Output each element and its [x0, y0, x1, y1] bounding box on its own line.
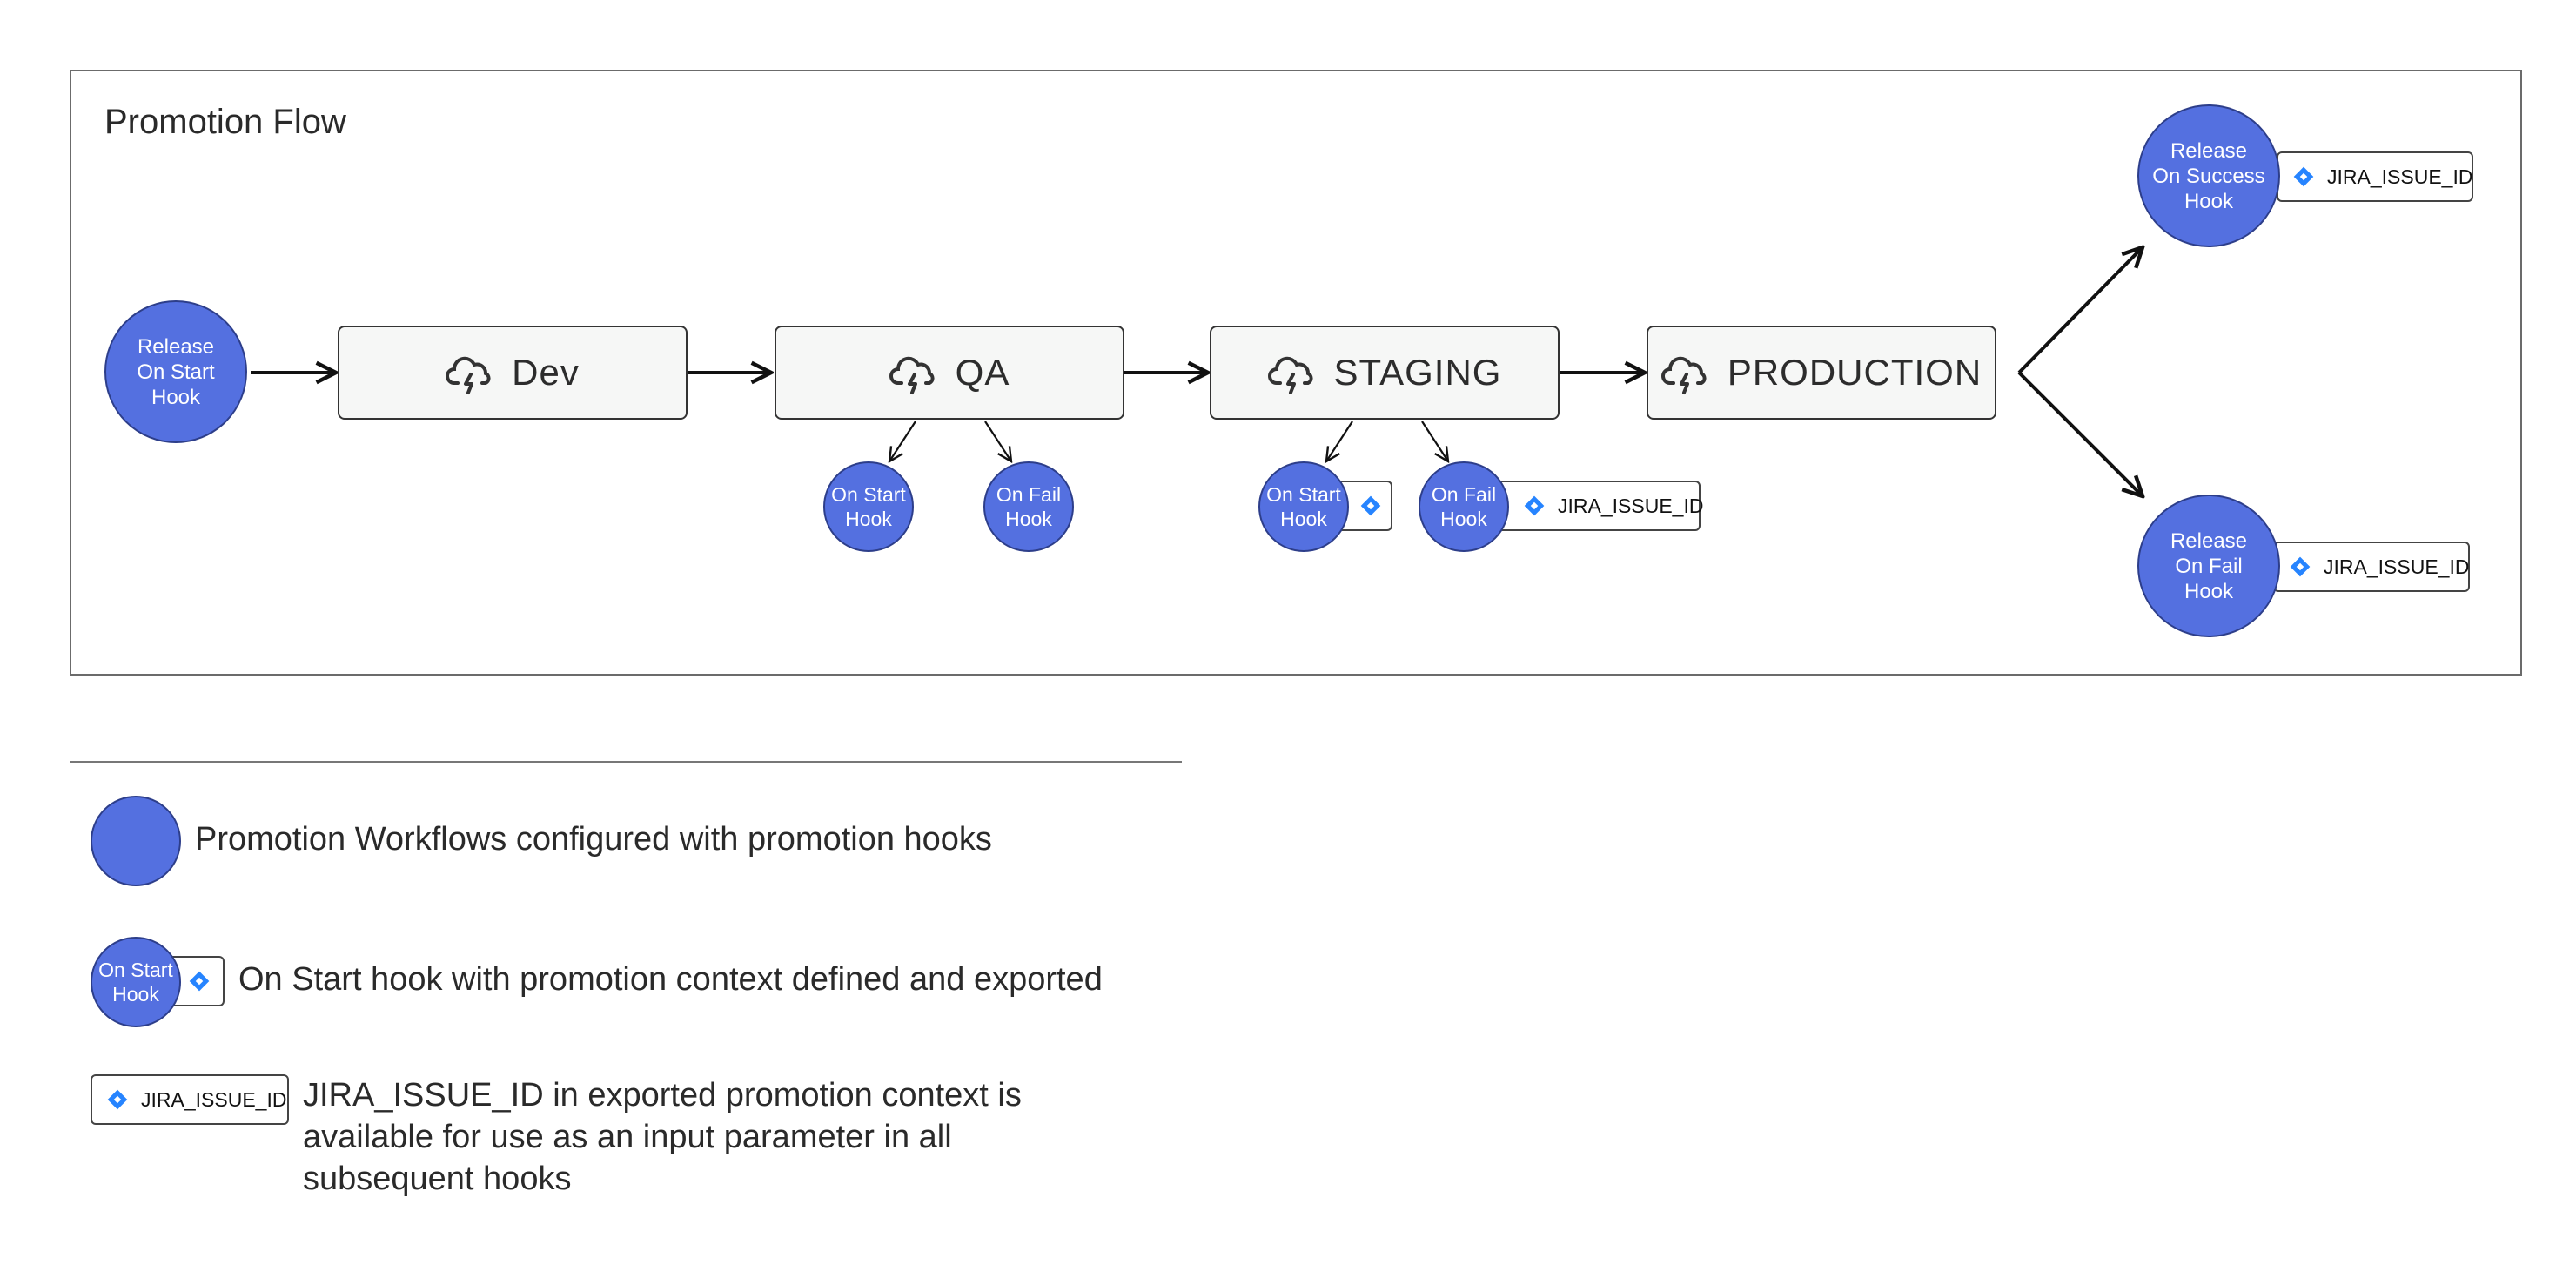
jira-diamond-icon	[2292, 165, 2315, 188]
stage-qa-label: QA	[955, 352, 1010, 393]
diagram-title: Promotion Flow	[104, 103, 346, 141]
staging-on-fail-hook[interactable]: On Fail Hook	[1419, 461, 1509, 552]
legend-item3-text: JIRA_ISSUE_ID in exported promotion cont…	[303, 1077, 1022, 1197]
legend-on-start-hook: On Start Hook	[91, 937, 181, 1027]
jira-diamond-icon	[106, 1088, 129, 1111]
cloud-lightning-icon	[1267, 348, 1317, 397]
stage-dev-label: Dev	[512, 352, 580, 393]
staging-fail-context-tag: JIRA_ISSUE_ID	[1495, 481, 1704, 531]
release-on-success-hook[interactable]: Release On Success Hook	[2137, 104, 2280, 247]
stage-dev[interactable]: Dev	[338, 326, 688, 420]
cloud-lightning-icon	[446, 348, 494, 397]
arrow-qa-to-start-hook	[889, 421, 916, 461]
jira-diamond-icon	[1359, 495, 1382, 517]
legend-item2-text: On Start hook with promotion context def…	[238, 961, 1103, 998]
jira-diamond-icon	[188, 970, 211, 992]
qa-on-start-hook[interactable]: On Start Hook	[823, 461, 914, 552]
legend-item1-text: Promotion Workflows configured with prom…	[195, 821, 992, 858]
context-tag-label: JIRA_ISSUE_ID	[2327, 165, 2473, 188]
cloud-lightning-icon	[1660, 348, 1710, 397]
arrow-staging-to-fail-hook	[1421, 421, 1448, 461]
arrow-qa-to-fail-hook	[984, 421, 1011, 461]
legend-context-tag-label: JIRA_ISSUE_ID	[141, 1087, 287, 1111]
arrow-production-to-success	[2017, 247, 2143, 374]
jira-diamond-icon	[1523, 495, 1546, 517]
stage-qa[interactable]: QA	[775, 326, 1124, 420]
context-tag-label: JIRA_ISSUE_ID	[1558, 494, 1704, 517]
legend-divider	[70, 761, 1182, 763]
jira-diamond-icon	[2289, 555, 2311, 578]
release-fail-context-tag: JIRA_ISSUE_ID	[2273, 542, 2470, 592]
release-on-start-hook[interactable]: Release On Start Hook	[104, 300, 247, 443]
release-on-fail-hook[interactable]: Release On Fail Hook	[2137, 495, 2280, 637]
staging-on-start-hook[interactable]: On Start Hook	[1258, 461, 1349, 552]
arrow-staging-to-start-hook	[1326, 421, 1353, 461]
stage-production[interactable]: PRODUCTION	[1647, 326, 1996, 420]
context-tag-label: JIRA_ISSUE_ID	[2324, 555, 2470, 578]
release-success-context-tag: JIRA_ISSUE_ID	[2277, 151, 2473, 202]
legend-hook-circle	[91, 796, 181, 886]
stage-staging[interactable]: STAGING	[1210, 326, 1560, 420]
qa-on-fail-hook[interactable]: On Fail Hook	[983, 461, 1074, 552]
promotion-flow-frame	[70, 70, 2522, 676]
stage-production-label: PRODUCTION	[1727, 352, 1982, 393]
legend-context-tag: JIRA_ISSUE_ID	[91, 1074, 289, 1125]
arrow-production-to-fail	[2017, 371, 2143, 496]
stage-staging-label: STAGING	[1333, 352, 1502, 393]
cloud-lightning-icon	[889, 348, 938, 397]
